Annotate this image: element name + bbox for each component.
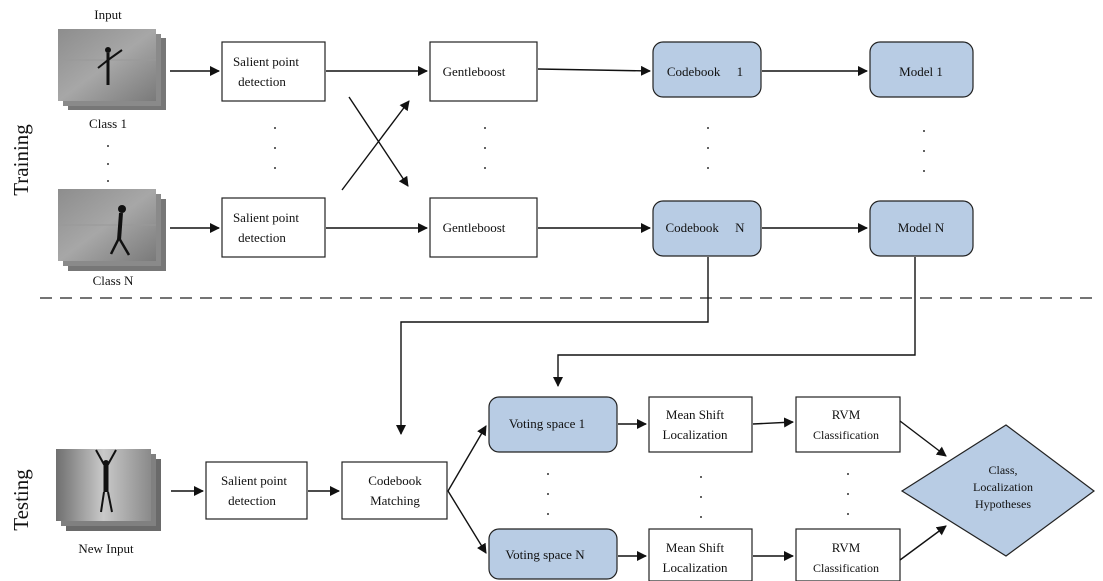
model-box-n xyxy=(869,200,974,257)
rvm-ellipsis xyxy=(847,473,849,515)
codebook-matching-label-b: Matching xyxy=(370,493,420,508)
rvm-label-1b: Classification xyxy=(813,428,879,442)
rvm-label-na: RVM xyxy=(832,540,861,555)
codebook-box-1 xyxy=(652,41,762,98)
gentleboost-ellipsis xyxy=(484,127,486,169)
testing-section-label: Testing xyxy=(9,469,33,531)
new-input-label: New Input xyxy=(78,541,134,556)
gentleboost-label-n: Gentleboost xyxy=(443,220,506,235)
salient-point-label-1a: Salient point xyxy=(233,54,299,69)
mean-shift-label-1a: Mean Shift xyxy=(666,407,725,422)
rvm-box-n xyxy=(795,528,901,581)
hypotheses-label-b: Localization xyxy=(973,480,1033,494)
codebook-matching-box xyxy=(341,461,448,520)
rvm-label-1a: RVM xyxy=(832,407,861,422)
training-arrows xyxy=(170,65,868,233)
training-section-label: Training xyxy=(9,124,33,196)
mean-shift-label-na: Mean Shift xyxy=(666,540,725,555)
hypotheses-label-c: Hypotheses xyxy=(975,497,1031,511)
rvm-box-1 xyxy=(795,396,901,453)
voting-space-box-n xyxy=(488,528,618,580)
mean-shift-box-1 xyxy=(648,396,753,453)
testing-arrows xyxy=(171,417,947,561)
class-n-image xyxy=(58,189,166,271)
input-title: Input xyxy=(94,7,122,22)
model-label-1: Model 1 xyxy=(899,64,943,79)
class-n-label: Class N xyxy=(93,273,134,288)
codebook-label-1: Codebook 1 xyxy=(667,64,743,79)
class-1-label: Class 1 xyxy=(89,116,127,131)
test-salient-point-label-b: detection xyxy=(228,493,276,508)
model-label-n: Model N xyxy=(898,220,945,235)
rvm-label-nb: Classification xyxy=(813,561,879,575)
codebook-matching-label-a: Codebook xyxy=(368,473,422,488)
test-salient-point-box xyxy=(205,461,308,520)
codebook-ellipsis xyxy=(707,127,709,169)
salient-point-label-na: Salient point xyxy=(233,210,299,225)
salient-point-label-1b: detection xyxy=(238,74,286,89)
salient-point-box-1 xyxy=(221,41,326,102)
mean-shift-label-1b: Localization xyxy=(663,427,728,442)
test-salient-point-label-a: Salient point xyxy=(221,473,287,488)
salient-point-label-nb: detection xyxy=(238,230,286,245)
voting-space-ellipsis xyxy=(547,473,549,515)
codebook-label-n: Codebook N xyxy=(665,220,745,235)
class-ellipsis xyxy=(107,145,109,182)
mean-shift-box-n xyxy=(648,528,753,581)
salient-ellipsis xyxy=(274,127,276,169)
new-input-image xyxy=(56,449,161,531)
gentleboost-box-n xyxy=(429,197,538,258)
gentleboost-label-1: Gentleboost xyxy=(443,64,506,79)
mean-shift-ellipsis xyxy=(700,476,702,518)
mean-shift-label-nb: Localization xyxy=(663,560,728,575)
class-1-image xyxy=(58,29,166,110)
hypotheses-label-a: Class, xyxy=(988,463,1017,477)
voting-space-label-n: Voting space N xyxy=(505,547,585,562)
cross-section-connectors xyxy=(396,257,916,435)
model-box-1 xyxy=(869,41,974,98)
salient-point-box-n xyxy=(221,197,326,258)
hypotheses-diamond xyxy=(900,424,1096,557)
voting-space-box-1 xyxy=(488,396,618,453)
gentleboost-box-1 xyxy=(429,41,538,102)
model-ellipsis xyxy=(923,130,925,172)
codebook-box-n xyxy=(652,200,762,257)
voting-space-label-1: Voting space 1 xyxy=(509,416,585,431)
